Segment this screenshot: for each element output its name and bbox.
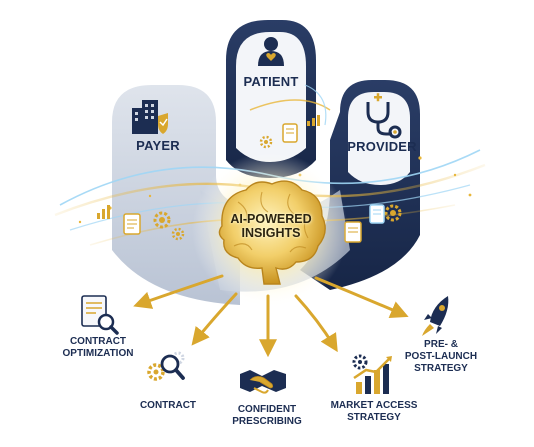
- arrow-to-market-access: [294, 294, 338, 353]
- rising-bar-chart-icon: [352, 354, 392, 394]
- launch-strategy-line2: POST-LAUNCH: [404, 351, 478, 362]
- document-icon: [369, 204, 385, 224]
- gear-icon: [171, 227, 185, 241]
- arrow-to-contract-optimization: [133, 274, 224, 309]
- mini-chart-icon: [97, 205, 110, 219]
- launch-strategy-line1: PRE- &: [424, 339, 458, 350]
- market-access-line1: MARKET ACCESS: [330, 400, 418, 411]
- gears-magnifier-icon: [147, 351, 185, 381]
- document-icon: [123, 213, 141, 235]
- provider-panel: [348, 92, 410, 185]
- gear-icon: [259, 135, 273, 149]
- ai-insights-label: AI-POWERED INSIGHTS: [216, 212, 326, 240]
- mini-chart-icon: [307, 115, 320, 126]
- confident-prescribing-line1: CONFIDENT: [237, 404, 297, 415]
- contract-optimization-line2: OPTIMIZATION: [62, 348, 134, 359]
- person-heart-icon: [258, 37, 284, 66]
- gear-icon: [384, 204, 402, 222]
- market-access-line2: STRATEGY: [347, 412, 401, 423]
- contract-label: CONTRACT: [139, 400, 197, 411]
- launch-strategy-label: PRE- & POST-LAUNCH STRATEGY: [396, 339, 486, 375]
- confident-prescribing-label: CONFIDENT PRESCRIBING: [228, 404, 306, 428]
- building-shield-icon: [132, 100, 168, 134]
- provider-label: PROVIDER: [347, 139, 417, 154]
- contract-optimization-label: CONTRACT OPTIMIZATION: [50, 336, 146, 360]
- gear-icon: [153, 211, 171, 229]
- contract-optimization-line1: CONTRACT: [69, 336, 127, 347]
- payer-label: PAYER: [136, 138, 180, 153]
- ai-insights-line1: AI-POWERED: [230, 212, 312, 226]
- document-icon: [282, 123, 298, 143]
- market-access-strategy-label: MARKET ACCESS STRATEGY: [328, 400, 420, 424]
- patient-label: PATIENT: [243, 74, 299, 89]
- brain-icon: [218, 180, 326, 285]
- arrow-to-contract: [191, 292, 238, 346]
- document-magnifier-icon: [81, 295, 119, 335]
- confident-prescribing-line2: PRESCRIBING: [232, 416, 302, 427]
- stethoscope-icon: [366, 93, 402, 139]
- handshake-icon: [240, 370, 286, 394]
- ai-insights-line2: INSIGHTS: [241, 226, 301, 240]
- arrow-to-launch-strategy: [314, 276, 409, 319]
- rocket-icon: [422, 296, 449, 336]
- outcome-arrows: [133, 274, 409, 358]
- launch-strategy-line3: STRATEGY: [414, 363, 468, 374]
